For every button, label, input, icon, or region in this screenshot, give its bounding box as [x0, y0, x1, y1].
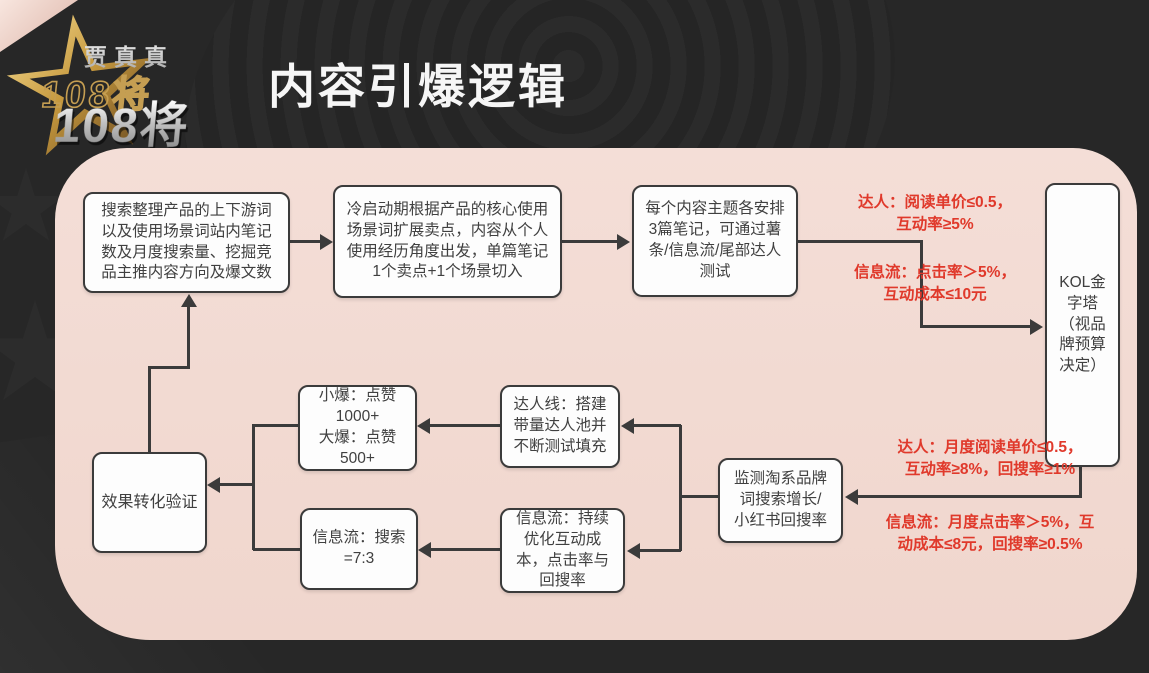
- flow-box-topic-test: 每个内容主题各安排 3篇笔记，可通过薯 条/信息流/尾部达人 测试: [632, 185, 798, 297]
- flow-box-monitor: 监测淘系品牌 词搜索增长/ 小红书回搜率: [718, 458, 843, 543]
- arrow-monitor-split-v: [679, 425, 682, 551]
- arrow-topictest-to-kol-h1: [798, 240, 923, 243]
- arrow-kol-to-monitor-h: [858, 495, 1082, 498]
- arrow-merge-to-conversion: [220, 483, 255, 486]
- flow-box-keyword-research: 搜索整理产品的上下游词 以及使用场景词站内笔记 数及月度搜索量、挖掘竞 品主推内…: [83, 192, 290, 293]
- page-title: 内容引爆逻辑: [268, 60, 568, 113]
- flow-box-feed-search-ratio: 信息流：搜索 =7:3: [300, 508, 418, 590]
- flow-box-feed-optimize: 信息流：持续 优化互动成 本，点击率与 回搜率: [500, 508, 625, 593]
- arrowhead-left-icon: [418, 542, 431, 558]
- flow-box-cold-start: 冷启动期根据产品的核心使用 场景词扩展卖点，内容从个人 使用经历角度出发，单篇笔…: [333, 185, 562, 298]
- flow-box-conversion: 效果转化验证: [92, 452, 207, 553]
- annotation-talent-test: 达人：阅读单价≤0.5， 互动率≥5%: [857, 194, 1013, 234]
- logo-badge-main: 108将: [51, 86, 193, 156]
- arrow-coldstart-to-topictest: [562, 240, 619, 243]
- arrow-conversion-to-research-h: [148, 366, 190, 369]
- arrow-merge-v: [252, 424, 255, 550]
- flow-box-talent-pool: 达人线：搭建 带量达人池并 不断测试填充: [500, 385, 620, 468]
- arrow-research-to-coldstart: [290, 240, 322, 243]
- arrowhead-right-icon: [1030, 319, 1043, 335]
- arrowhead-right-icon: [617, 234, 630, 250]
- flow-box-kol-pyramid: KOL金 字塔 （视品 牌预算 决定）: [1045, 183, 1120, 467]
- arrowhead-left-icon: [621, 418, 634, 434]
- arrow-ratio-merge-h: [253, 548, 300, 551]
- arrowhead-left-icon: [845, 489, 858, 505]
- annotation-talent-monthly: 达人：月度阅读单价≤0.5， 互动率≥8%，回搜率≥1%: [897, 439, 1083, 479]
- arrowhead-left-icon: [417, 418, 430, 434]
- arrow-talentpool-to-burst: [430, 424, 500, 427]
- logo-author-name: 贾真真: [84, 38, 174, 72]
- arrow-monitor-split-h: [680, 495, 720, 498]
- annotation-feed-monthly: 信息流：月度点击率＞5%，互 动成本≤8元，回搜率≥0.5%: [885, 514, 1095, 554]
- arrowhead-up-icon: [181, 294, 197, 307]
- arrow-kol-to-monitor-v: [1079, 467, 1082, 497]
- annotation-feed-test: 信息流：点击率＞5%， 互动成本≤10元: [854, 264, 1016, 304]
- arrow-split-to-feedoptimize: [640, 549, 681, 552]
- arrowhead-right-icon: [320, 234, 333, 250]
- flow-box-burst-criteria: 小爆：点赞 1000+ 大爆：点赞 500+: [298, 385, 417, 471]
- arrow-split-to-talentpool: [634, 424, 681, 427]
- arrow-topictest-to-kol-v: [920, 240, 923, 327]
- corner-sliver-decor: [0, 0, 78, 52]
- arrow-topictest-to-kol-h2: [920, 325, 1032, 328]
- arrowhead-left-icon: [627, 543, 640, 559]
- arrow-feedoptimize-to-ratio: [431, 548, 500, 551]
- arrowhead-left-icon: [207, 477, 220, 493]
- arrow-conversion-to-research-v1: [148, 368, 151, 452]
- arrow-conversion-to-research-v2: [187, 306, 190, 368]
- arrow-burst-merge-h: [253, 424, 298, 427]
